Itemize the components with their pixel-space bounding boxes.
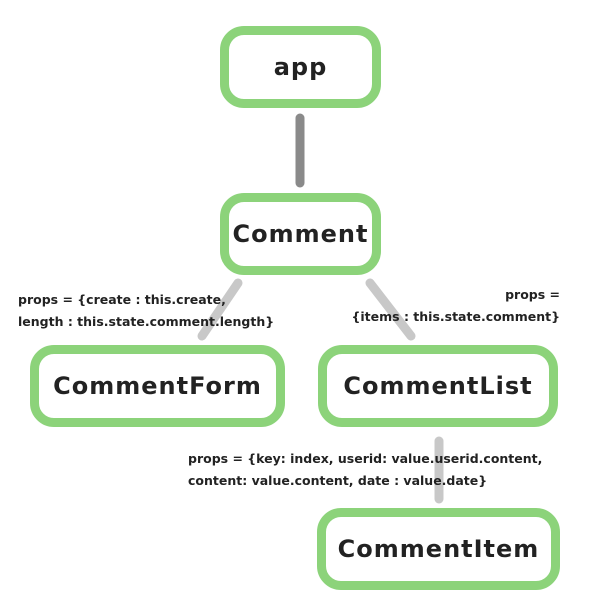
edge-label-list-to-item: props = {key: index, userid: value.useri…: [188, 448, 542, 492]
edge-label-comment-to-list: props = {items : this.state.comment}: [351, 284, 560, 328]
node-commentlist: CommentList: [318, 345, 558, 427]
node-commentitem: CommentItem: [317, 508, 560, 590]
edge-label-line: props = {key: index, userid: value.useri…: [188, 451, 543, 466]
node-app-label: app: [273, 53, 328, 81]
edge-label-line: props =: [505, 287, 560, 302]
node-app: app: [220, 26, 381, 108]
edge-comment-to-commentlist: [365, 278, 416, 341]
node-commentitem-label: CommentItem: [337, 535, 540, 563]
node-comment: Comment: [220, 193, 381, 275]
edge-label-line: {items : this.state.comment}: [351, 309, 560, 324]
node-comment-label: Comment: [232, 220, 369, 248]
node-commentform-label: CommentForm: [53, 372, 262, 400]
node-commentform: CommentForm: [30, 345, 285, 427]
edge-label-line: content: value.content, date : value.dat…: [188, 473, 488, 488]
node-commentlist-label: CommentList: [343, 372, 533, 400]
edge-label-comment-to-form: props = {create : this.create, length : …: [18, 289, 274, 333]
edge-comment-to-commentform: [197, 278, 243, 341]
edge-label-line: length : this.state.comment.length}: [18, 314, 275, 329]
edge-label-line: props = {create : this.create,: [18, 292, 226, 307]
